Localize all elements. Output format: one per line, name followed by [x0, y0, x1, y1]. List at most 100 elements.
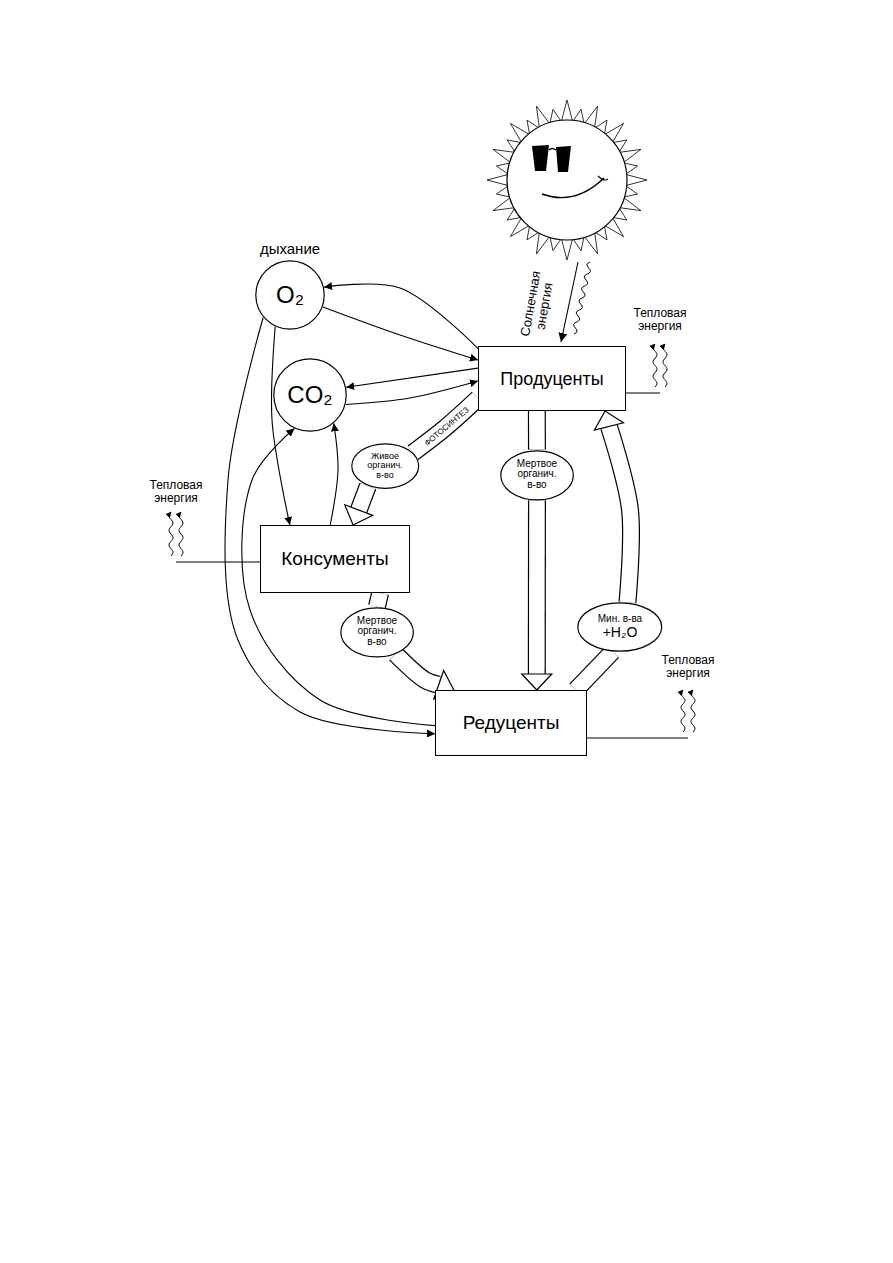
band-outline [377, 593, 380, 607]
substance-flow-arrow [345, 486, 373, 525]
node-content: Мертвое органич. в-во [353, 616, 401, 648]
heat-wave [681, 690, 685, 732]
trophic-box: Консументы [260, 525, 410, 593]
connector-line [271, 327, 289, 525]
trophic-box: Продуценты [478, 346, 626, 411]
node-label: +H₂O [592, 625, 648, 640]
node-label: Продуценты [500, 369, 603, 388]
gas-flow-arrow [323, 307, 478, 360]
substance-flow-arrow [377, 593, 380, 607]
band-outline [359, 486, 368, 510]
band-fill [529, 411, 545, 450]
node-content: Живое органич. в-во [363, 452, 407, 480]
sun-smile [542, 178, 604, 198]
band-outline [396, 654, 439, 685]
node-label: Мин. в-ва [592, 614, 648, 625]
heat-wave [179, 512, 183, 556]
substance-ellipse: Живое органич. в-во [351, 443, 419, 489]
gas-flow-arrow [346, 368, 478, 387]
band-outline [528, 411, 546, 450]
node-outline [341, 607, 414, 656]
gas-circle: CO₂ [273, 358, 347, 432]
band-outline [528, 500, 546, 674]
heat-label: Тепловая энергия [653, 654, 723, 680]
band-outline [609, 427, 631, 603]
sun-illustration [487, 100, 647, 260]
heat-wave [663, 344, 667, 387]
node-label: Консументы [281, 549, 388, 569]
node-content: CO₂ [287, 382, 332, 407]
band-fill [396, 654, 439, 685]
sunglasses-bridge [549, 149, 556, 151]
substance-ellipse: Мин. в-ва+H₂O [577, 602, 663, 652]
node-outline [501, 450, 574, 499]
node-content: Редуценты [463, 713, 560, 733]
node-label: Мертвое органич. в-во [513, 459, 561, 491]
node-label: Живое органич. в-во [363, 452, 407, 480]
heat-line [626, 392, 660, 393]
node-label: Редуценты [463, 713, 560, 733]
node-outline [256, 261, 324, 329]
node-heading: дыхание [260, 240, 320, 257]
band-arrowhead [522, 674, 552, 690]
connector-line [242, 429, 435, 726]
heat-line [587, 737, 688, 738]
band-outline [413, 398, 478, 452]
gas-flow-arrow [242, 429, 435, 726]
edge-label: ФОТОСИНТЕЗ [422, 405, 471, 448]
heat-wave [169, 512, 173, 556]
substance-ellipse: Мертвое органич. в-во [340, 607, 414, 658]
node-label: CO₂ [287, 382, 332, 407]
sun-energy-wave [574, 262, 591, 334]
band-fill [377, 593, 380, 607]
sun-ray [562, 100, 573, 120]
band-fill [413, 398, 478, 452]
node-content: Мертвое органич. в-во [513, 459, 561, 491]
heat-wave [691, 690, 695, 732]
heat-label: Тепловая энергия [625, 307, 695, 333]
sunglasses-lens [532, 145, 549, 171]
node-content: Мин. в-ва+H₂O [592, 614, 648, 639]
node-content: O₂ [276, 282, 304, 307]
node-content: Консументы [281, 549, 388, 569]
band-outline [576, 652, 613, 690]
substance-flow-arrow [522, 500, 552, 690]
energy-label: Солнечная энергия [517, 266, 558, 344]
sun-disc [507, 120, 627, 240]
band-fill [576, 652, 613, 690]
gas-circle: O₂дыхание [255, 260, 325, 330]
node-outline [274, 359, 346, 431]
sunglasses-lens [556, 146, 571, 172]
connector-line [323, 307, 478, 360]
substance-flow-arrow [413, 398, 478, 452]
node-label: O₂ [276, 282, 304, 307]
band-fill [609, 427, 631, 603]
sun-energy-arrow [561, 262, 578, 342]
node-content: Продуценты [500, 369, 603, 388]
heat-line [176, 561, 260, 562]
node-outline [352, 444, 419, 489]
gas-flow-arrow [346, 381, 478, 404]
substance-flow-arrow [576, 652, 613, 690]
trophic-box: Редуценты [435, 690, 587, 756]
gas-flow-arrow [271, 327, 289, 525]
substance-flow-arrow [594, 411, 631, 602]
heat-wave [653, 344, 657, 387]
band-fill [529, 500, 545, 674]
connector-line [330, 423, 338, 525]
gas-flow-arrow [330, 423, 338, 525]
heat-label: Тепловая энергия [141, 479, 211, 505]
sun-ray [627, 175, 647, 186]
substance-ellipse: Мертвое органич. в-во [500, 450, 574, 501]
sun-cheek [598, 176, 608, 180]
node-label: Мертвое органич. в-во [353, 616, 401, 648]
connector-line [346, 381, 478, 404]
sun-ray [562, 240, 573, 260]
sun-ray [487, 175, 507, 186]
connector-line [346, 368, 478, 387]
band-arrowhead [345, 505, 373, 525]
